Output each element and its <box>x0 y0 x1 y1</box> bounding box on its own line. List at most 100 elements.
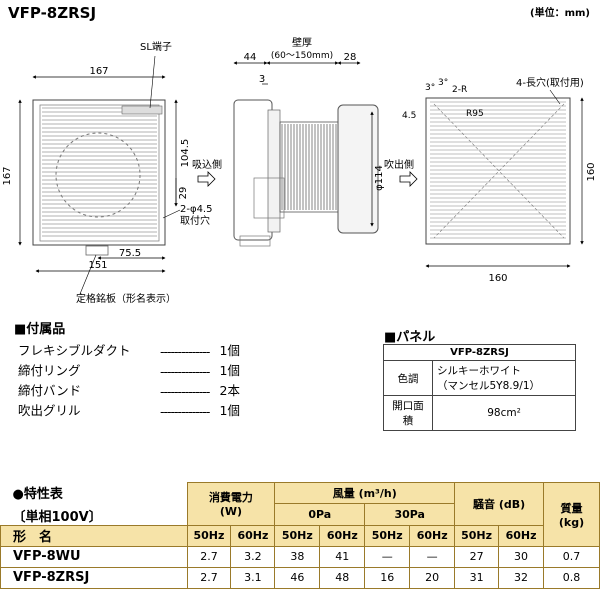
accessory-qty: 1個 <box>219 343 240 358</box>
outlet-arrow-icon <box>399 171 418 187</box>
side-28-dim: 28 <box>344 52 357 63</box>
side-44-dim: 44 <box>244 52 257 63</box>
front-height-dim: 167 <box>2 166 13 185</box>
accessory-qty: 2本 <box>219 383 240 398</box>
accessory-qty: 1個 <box>219 363 240 378</box>
accessory-item: フレキシブルダクト ------------------------------ 1… <box>18 340 240 359</box>
cell-n50: 31 <box>454 566 500 589</box>
accessory-item: 吹出グリル ------------------------------ 1個 <box>18 400 240 419</box>
sl-terminal-label: SL端子 <box>140 40 172 53</box>
power-unit: (W) <box>219 505 243 519</box>
technical-drawing: 167 167 151 75.5 104.5 29 SL端子 2-φ4.5 取付… <box>2 36 597 305</box>
back-view: 160 160 4-長穴(取付用) 3° 3° 2-R R95 4.5 <box>402 76 597 284</box>
wall-range-label: (60〜150mm) <box>271 51 333 61</box>
power-label: 消費電力 <box>208 491 253 505</box>
hz-header: 50Hz <box>454 524 500 547</box>
model-name: VFP-8WU <box>0 545 188 568</box>
spec-title: ●特性表 <box>12 486 63 502</box>
accessories-heading: ■付属品 <box>14 322 66 337</box>
panel-area-label: 開口面積 <box>383 395 433 431</box>
panel-heading: ■パネル <box>384 330 436 345</box>
back-r95: R95 <box>466 109 484 119</box>
side-3-dim: 3 <box>259 74 265 85</box>
cell-a30-50: — <box>364 545 411 568</box>
accessory-leader: ------------------------------ <box>160 384 210 399</box>
hole-label-2: 取付穴 <box>180 214 210 227</box>
accessory-leader: ------------------------------ <box>160 344 210 359</box>
airflow-30pa: 30Pa <box>364 503 456 526</box>
airflow-0pa: 0Pa <box>274 503 366 526</box>
cell-n60: 30 <box>498 545 544 568</box>
hz-header: 50Hz <box>364 524 411 547</box>
hz-header: 50Hz <box>186 524 232 547</box>
cell-a0-50: 38 <box>274 545 321 568</box>
front-104-dim: 104.5 <box>180 139 191 168</box>
wall-thickness-label: 壁厚 <box>292 36 312 49</box>
front-width-dim: 167 <box>89 66 108 77</box>
outlet-label: 吹出側 <box>384 158 414 171</box>
panel-color-munsell: （マンセル5Y8.9/1） <box>437 380 541 392</box>
mass-unit: (kg) <box>558 515 585 529</box>
cell-n50: 27 <box>454 545 500 568</box>
back-4-5: 4.5 <box>402 111 416 121</box>
cell-p60: 3.2 <box>230 545 276 568</box>
back-width-dim: 160 <box>488 273 507 284</box>
panel-area-value: 98cm² <box>432 395 576 431</box>
cell-a30-50: 16 <box>364 566 411 589</box>
intake-label: 吸込側 <box>192 158 222 171</box>
cell-mass: 0.7 <box>543 545 600 568</box>
back-2r: 2-R <box>452 85 467 95</box>
cell-a30-60: 20 <box>409 566 456 589</box>
back-3deg-b: 3° <box>438 78 448 88</box>
accessory-item: 締付バンド ------------------------------ 2本 <box>18 380 240 399</box>
hole-label: 2-φ4.5 <box>180 204 212 215</box>
slot-label: 4-長穴(取付用) <box>516 76 584 89</box>
hz-header: 60Hz <box>498 524 544 547</box>
cell-n60: 32 <box>498 566 544 589</box>
hz-header: 60Hz <box>230 524 276 547</box>
spec-table: ●特性表 〔単相100V〕 消費電力 (W) 風量 (m³/h) 騒音 (dB)… <box>0 481 600 589</box>
accessory-leader: ------------------------------ <box>160 404 210 419</box>
accessory-qty: 1個 <box>219 403 240 418</box>
cell-p50: 2.7 <box>186 566 232 589</box>
accessory-name: 吹出グリル <box>18 403 81 418</box>
cell-a0-50: 46 <box>274 566 321 589</box>
front-29-dim: 29 <box>178 187 189 200</box>
hz-header: 50Hz <box>274 524 321 547</box>
accessory-leader: ------------------------------ <box>160 364 210 379</box>
airflow-label: 風量 (m³/h) <box>274 481 456 505</box>
accessory-name: 締付バンド <box>18 383 82 398</box>
side-view: 44 28 壁厚 (60〜150mm) 3 φ114 吹出側 <box>233 36 418 247</box>
cell-a0-60: 41 <box>319 545 366 568</box>
noise-label: 騒音 (dB) <box>454 482 544 526</box>
mass-label: 質量 <box>560 501 583 515</box>
model-name: VFP-8ZRSJ <box>0 566 188 589</box>
accessory-name: 締付リング <box>18 363 81 378</box>
back-3deg-a: 3° <box>425 83 435 93</box>
accessory-item: 締付リング ------------------------------ 1個 <box>18 360 240 379</box>
front-151-dim: 151 <box>88 260 107 271</box>
cell-p50: 2.7 <box>186 545 232 568</box>
cell-mass: 0.8 <box>543 566 600 589</box>
front-75-dim: 75.5 <box>119 248 141 259</box>
side-diameter-dim: φ114 <box>374 165 385 191</box>
hz-header: 60Hz <box>409 524 456 547</box>
intake-arrow-icon <box>197 171 216 187</box>
cell-a0-60: 48 <box>319 566 366 589</box>
model-column-label: 形 名 <box>0 524 188 547</box>
unit-label: (単位：mm) <box>530 8 590 19</box>
panel-color-value: シルキーホワイト <box>437 365 521 377</box>
cell-a30-60: — <box>409 545 456 568</box>
back-height-dim: 160 <box>586 162 597 181</box>
hz-header: 60Hz <box>319 524 366 547</box>
accessory-name: フレキシブルダクト <box>18 343 131 358</box>
front-view: 167 167 151 75.5 104.5 29 SL端子 2-φ4.5 取付… <box>2 40 222 305</box>
cell-p60: 3.1 <box>230 566 276 589</box>
rating-plate-label: 定格銘板（形名表示） <box>76 292 176 305</box>
page-title: VFP-8ZRSJ <box>8 4 97 22</box>
panel-color-label: 色調 <box>383 360 433 396</box>
spec-subtitle: 〔単相100V〕 <box>12 509 102 525</box>
panel-model: VFP-8ZRSJ <box>383 344 576 361</box>
